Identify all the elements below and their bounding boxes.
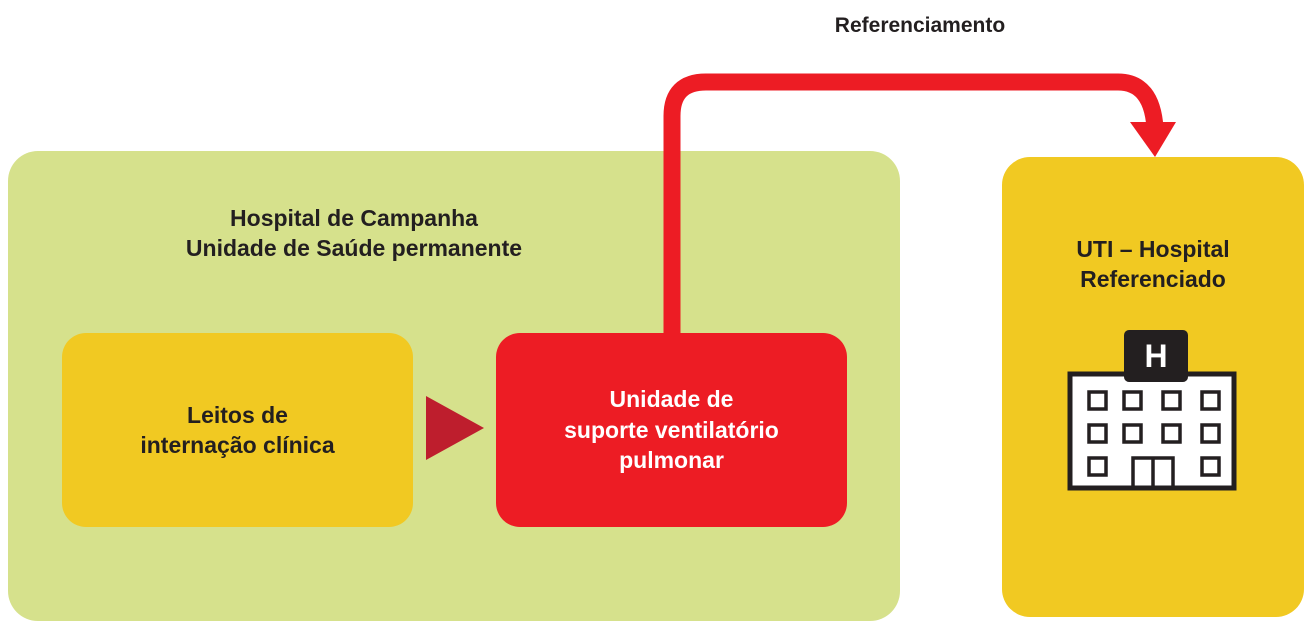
field-hospital-title-line2: Unidade de Saúde permanente (185, 235, 523, 262)
clinical-beds-box: Leitos de internação clínica (62, 333, 413, 527)
referral-arrow-line (663, 73, 1164, 334)
referral-label: Referenciamento (834, 14, 1006, 37)
icu-hospital-label-line2: Referenciado (1080, 266, 1226, 293)
hospital-building-icon: H (1067, 330, 1237, 491)
icu-hospital-label: UTI – Hospital Referenciado (1002, 234, 1304, 295)
ventilator-unit-box: Unidade de suporte ventilatório pulmonar (496, 333, 847, 527)
ventilator-unit-label: Unidade de suporte ventilatório pulmonar (507, 384, 837, 475)
clinical-beds-label: Leitos de internação clínica (78, 400, 398, 461)
clinical-beds-label-line2: internação clínica (140, 432, 335, 458)
ventilator-unit-label-line1: Unidade de (609, 386, 734, 413)
field-hospital-title-line1: Hospital de Campanha (230, 205, 478, 231)
hospital-sign-letter: H (1144, 338, 1167, 374)
clinical-beds-label-line1: Leitos de (187, 401, 288, 428)
ventilator-unit-label-line3: pulmonar (619, 447, 724, 474)
referral-arrowhead (1130, 122, 1176, 157)
referral-arrow (663, 73, 1176, 334)
ventilator-unit-label-line2: suporte ventilatório (564, 416, 779, 443)
flow-arrow-icon (426, 396, 484, 460)
icu-hospital-label-line1: UTI – Hospital (1076, 236, 1230, 262)
field-hospital-title: Hospital de Campanha Unidade de Saúde pe… (8, 203, 700, 264)
